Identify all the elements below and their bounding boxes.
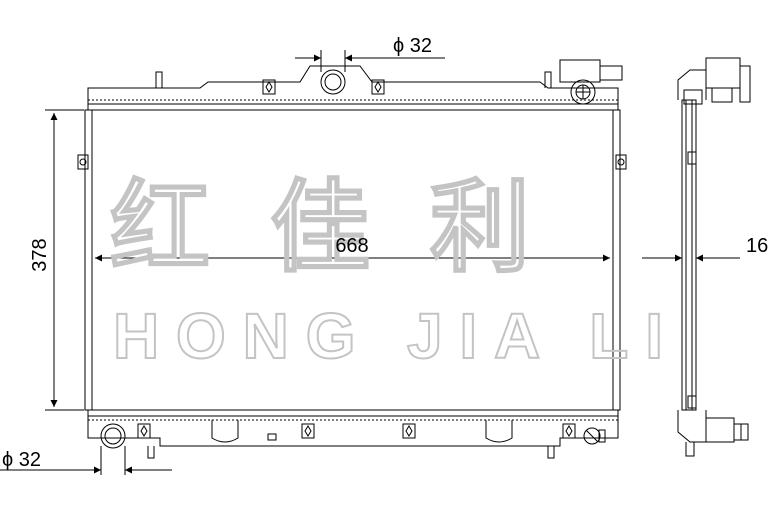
side-mount-left-top: [77, 154, 89, 170]
top-pin: [155, 71, 163, 88]
side-filler-neck: [705, 57, 741, 89]
bottom-bracket-2: [301, 423, 315, 439]
bottom-bracket-3: [402, 423, 416, 439]
side-view: [677, 57, 751, 457]
front-view: [77, 59, 627, 459]
dim-core-height: 378: [29, 238, 51, 271]
side-core: [681, 99, 697, 411]
side-outlet-pipe: [705, 417, 735, 443]
side-mount-right-top: [615, 154, 627, 170]
dim-top-inlet: ϕ 32: [393, 35, 432, 57]
radiator-core: [84, 109, 621, 411]
bottom-tank: [87, 410, 619, 447]
bottom-bracket-1: [137, 423, 151, 439]
dim-core-width: 668: [335, 235, 368, 257]
watermark-english: HONG JIA LI: [113, 300, 663, 372]
bottom-outlet-pipe: [100, 423, 126, 449]
top-bracket-right: [371, 79, 385, 95]
top-tank: [87, 65, 619, 110]
watermark-chinese: 红佳利: [110, 169, 590, 286]
drain-plug: [583, 427, 601, 445]
bottom-bracket-4: [562, 423, 576, 439]
filler-cap: [559, 59, 623, 105]
top-bracket-left: [262, 79, 276, 95]
top-inlet-pipe: [320, 69, 346, 95]
dim-core-thickness: 16: [746, 235, 768, 257]
dim-bottom-outlet: ϕ 32: [2, 449, 41, 471]
dimension-lines: [0, 50, 740, 475]
watermark: 红佳利 HONG JIA LI: [109, 168, 664, 373]
